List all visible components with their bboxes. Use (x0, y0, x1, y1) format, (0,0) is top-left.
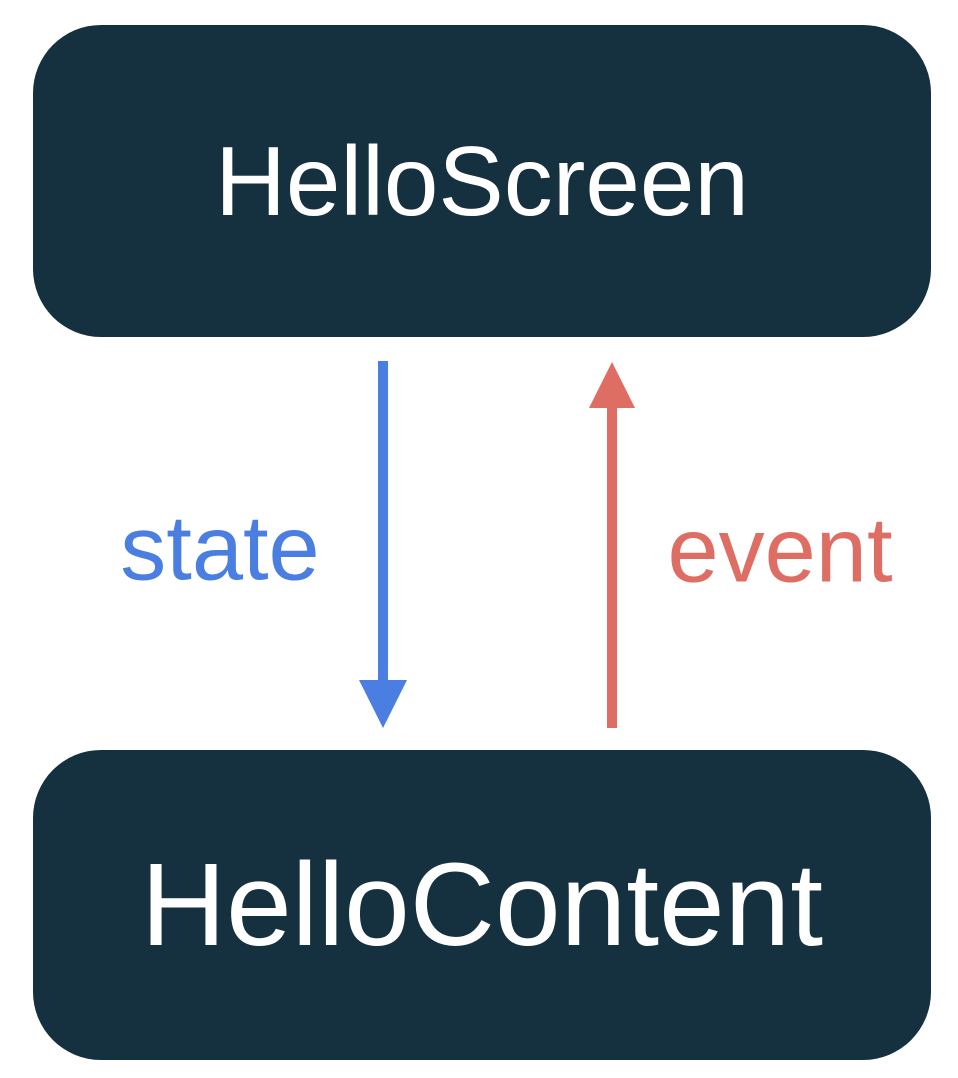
node-hellocontent-label: HelloContent (140, 839, 824, 971)
event-arrow-shaft (607, 405, 617, 728)
node-helloscreen: HelloScreen (33, 25, 931, 337)
arrow-up-icon (589, 362, 635, 408)
state-arrow-shaft (378, 361, 388, 683)
edge-label-event: event (667, 499, 893, 602)
node-hellocontent: HelloContent (33, 750, 931, 1060)
arrow-down-icon (359, 680, 407, 728)
edge-label-state: state (120, 497, 320, 600)
node-helloscreen-label: HelloScreen (215, 125, 749, 236)
